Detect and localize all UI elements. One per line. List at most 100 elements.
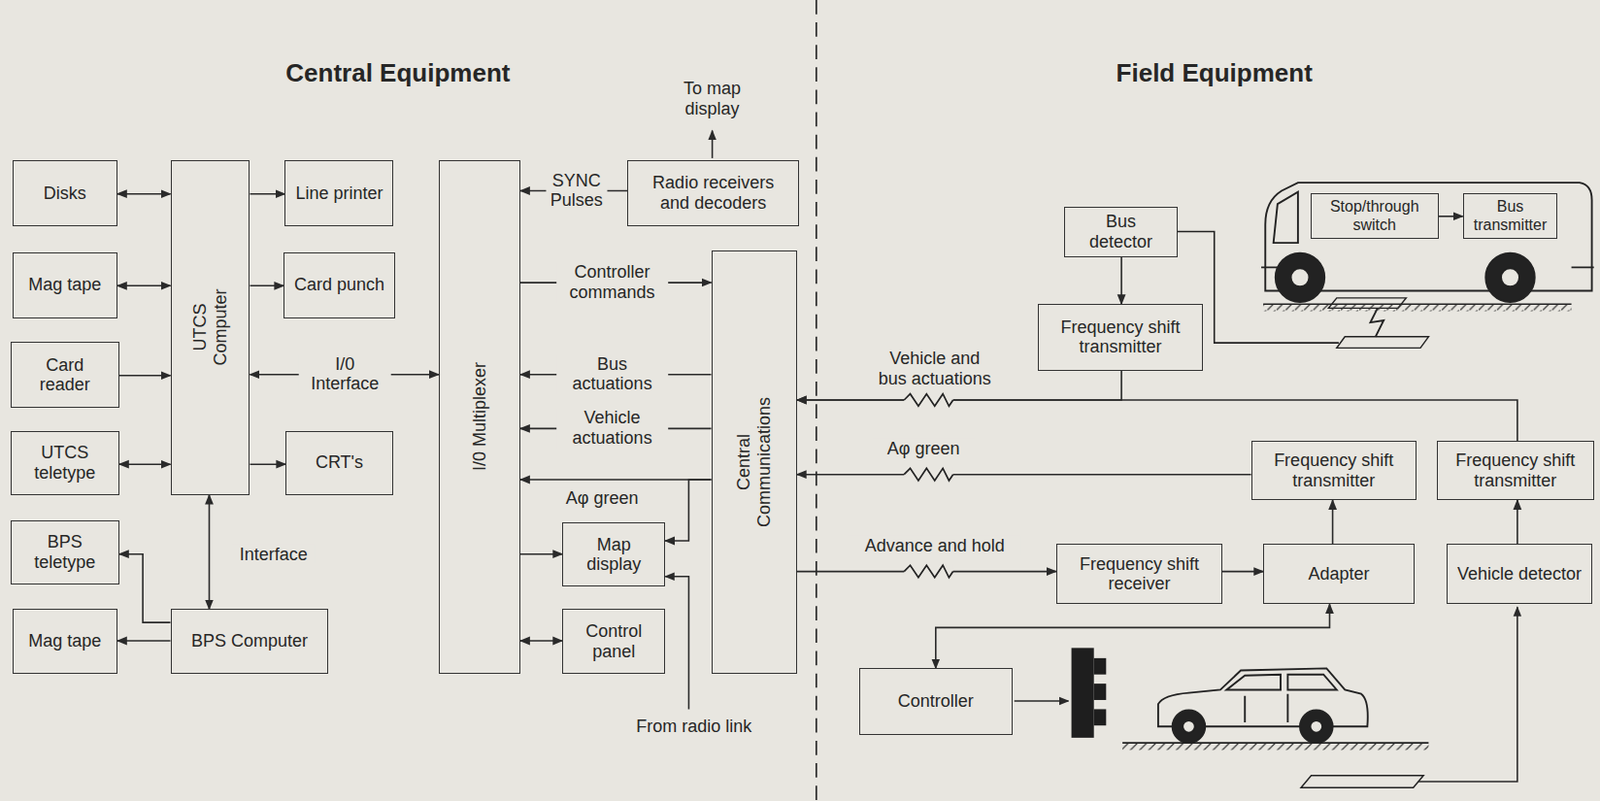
edge-label: Vehicle and bus actuations: [874, 349, 996, 390]
signal-connector: [520, 553, 563, 556]
equipment-box: Disks: [12, 160, 118, 227]
ground-line: [1263, 302, 1571, 305]
box-label: Frequency shift transmitter: [1260, 450, 1408, 491]
drawing-stroke: [1226, 674, 1337, 691]
equipment-box: Card punch: [283, 252, 395, 319]
equipment-box: Bus transmitter: [1463, 193, 1559, 239]
box-label: Frequency shift receiver: [1065, 554, 1214, 595]
drawing-stroke: [1275, 253, 1325, 302]
drawing-stroke: [903, 394, 953, 407]
drawing-stroke: [1071, 647, 1095, 737]
box-label: Vehicle detector: [1457, 564, 1582, 585]
equipment-box: UTCS teletype: [10, 431, 120, 496]
drawing-stroke: [1094, 683, 1107, 700]
bus-figure: [1175, 182, 1595, 348]
signal-connector: [117, 193, 171, 196]
box-label: Card reader: [19, 355, 111, 396]
box-label: Controller: [898, 691, 974, 712]
box-label: I/0 Multiplexer: [469, 270, 491, 563]
edge-label: Aφ green: [551, 488, 654, 509]
box-label: Frequency shift transmitter: [1046, 317, 1195, 358]
box-label: Stop/through switch: [1319, 198, 1431, 234]
drawing-stroke: [1094, 708, 1107, 726]
drawing-stroke: [1300, 709, 1334, 743]
box-label: Radio receivers and decoders: [635, 172, 790, 213]
equipment-box: Mag tape: [12, 252, 118, 319]
box-label: Frequency shift transmitter: [1445, 450, 1586, 491]
box-label: Card punch: [294, 274, 385, 296]
equipment-box: Mag tape: [12, 608, 118, 673]
box-label: UTCS Computer: [190, 281, 231, 374]
box-label: Line printer: [295, 183, 383, 204]
box-label: BPS teletype: [19, 532, 111, 572]
ground-line: [1122, 741, 1429, 744]
drawing-stroke: [1310, 720, 1324, 734]
equipment-box: Frequency shift transmitter: [1436, 440, 1595, 500]
edge-label: Vehicle actuations: [556, 408, 669, 449]
signal-connector: [119, 374, 171, 377]
signal-arrow: [1014, 700, 1069, 702]
equipment-box: Map display: [562, 522, 666, 587]
box-label: CRT's: [315, 452, 364, 473]
drawing-stroke: [1300, 775, 1424, 789]
drawing-stroke: [1244, 694, 1288, 723]
box-label: Mag tape: [28, 631, 101, 652]
equipment-box: I/0 Multiplexer: [438, 160, 521, 674]
drawing-stroke: [1500, 267, 1520, 287]
edge-label: Bus actuations: [556, 354, 669, 395]
drawing-stroke: [1172, 709, 1206, 743]
signal-connector: [117, 639, 171, 642]
signal-connector: [1222, 570, 1264, 573]
box-label: Control panel: [570, 621, 657, 662]
equipment-box: CRT's: [285, 431, 393, 496]
drawing-stroke: [1370, 307, 1385, 336]
edge-label: Controller commands: [556, 262, 669, 302]
drawing-stroke: [903, 467, 953, 481]
signal-connector: [665, 479, 711, 541]
signal-connector: [250, 193, 286, 196]
equipment-box: UTCS Computer: [170, 160, 251, 496]
signal-connector: [1516, 500, 1519, 544]
note-label: To map display: [661, 78, 764, 119]
equipment-box: BPS teletype: [10, 520, 120, 585]
box-label: Central Communications: [733, 389, 774, 535]
drawing-stroke: [903, 392, 953, 409]
edge-label: I/0 Interface: [299, 354, 392, 395]
drawing-stroke: [1485, 253, 1534, 302]
signal-connector: [250, 284, 285, 287]
edge-label: Aφ green: [872, 438, 975, 460]
equipment-box: Frequency shift receiver: [1056, 543, 1223, 604]
edge-label: SYNC Pulses: [545, 170, 607, 211]
box-label: Disks: [43, 183, 87, 204]
signal-connector: [208, 495, 211, 610]
equipment-box: Control panel: [562, 608, 666, 673]
signal-connector: [117, 284, 171, 287]
edge-label: Interface: [232, 543, 316, 565]
box-label: Bus detector: [1072, 211, 1168, 252]
input-arrow: [665, 576, 689, 710]
signal-connector: [250, 463, 287, 466]
signal-connector: [1120, 257, 1123, 304]
drawing-stroke: [1182, 720, 1196, 734]
detector-wire: [1418, 606, 1518, 782]
drawing-stroke: [903, 565, 953, 578]
edge-label: Advance and hold: [847, 535, 1022, 557]
equipment-box: Radio receivers and decoders: [627, 160, 799, 227]
box-label: UTCS teletype: [19, 442, 111, 483]
box-label: Mag tape: [28, 274, 101, 296]
equipment-box: Bus detector: [1064, 206, 1177, 258]
equipment-box: Adapter: [1263, 543, 1415, 604]
signal-connector: [1332, 500, 1334, 544]
signal-connector: [935, 603, 1331, 668]
ground-hatch: [1263, 303, 1571, 311]
equipment-box: Vehicle detector: [1446, 543, 1593, 604]
box-label: Adapter: [1307, 564, 1369, 585]
section-heading: Central Equipment: [194, 59, 602, 89]
drawing-stroke: [903, 563, 953, 580]
car-figure: [1158, 667, 1424, 788]
equipment-box: Controller: [859, 667, 1013, 734]
drawing-stroke: [1336, 336, 1430, 349]
ground-hatch: [1122, 742, 1429, 750]
signal-connector: [119, 463, 171, 466]
